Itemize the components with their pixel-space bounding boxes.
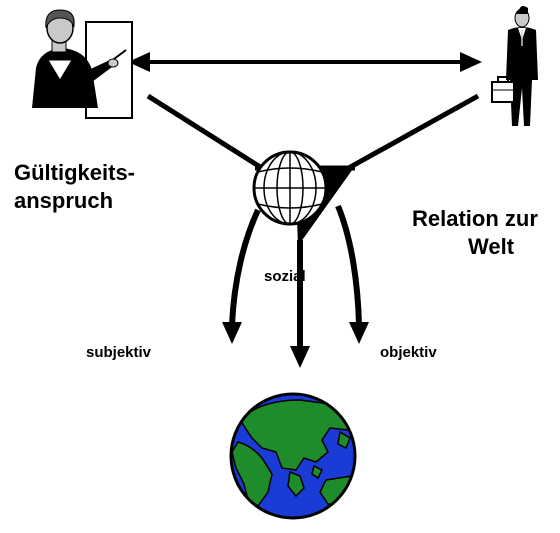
arrow-sozial [290,240,310,368]
earth-globe-icon [229,392,357,520]
relation-label-line2: Welt [468,234,515,259]
claim-label-line1: Gültigkeits- [14,160,136,185]
relation-label-line1: Relation zur [412,206,538,231]
double-arrow [128,52,482,72]
subjective-label: subjektiv [86,344,152,361]
social-label: sozial [264,268,306,285]
arrow-subjektiv [222,208,261,344]
teacher-at-board-icon [32,9,133,119]
objective-label: objektiv [380,344,437,361]
arrow-objektiv [335,204,369,344]
claim-label-line2: anspruch [14,188,114,213]
wireframe-globe-icon [252,150,328,226]
businessman-with-briefcase-icon [491,6,538,126]
